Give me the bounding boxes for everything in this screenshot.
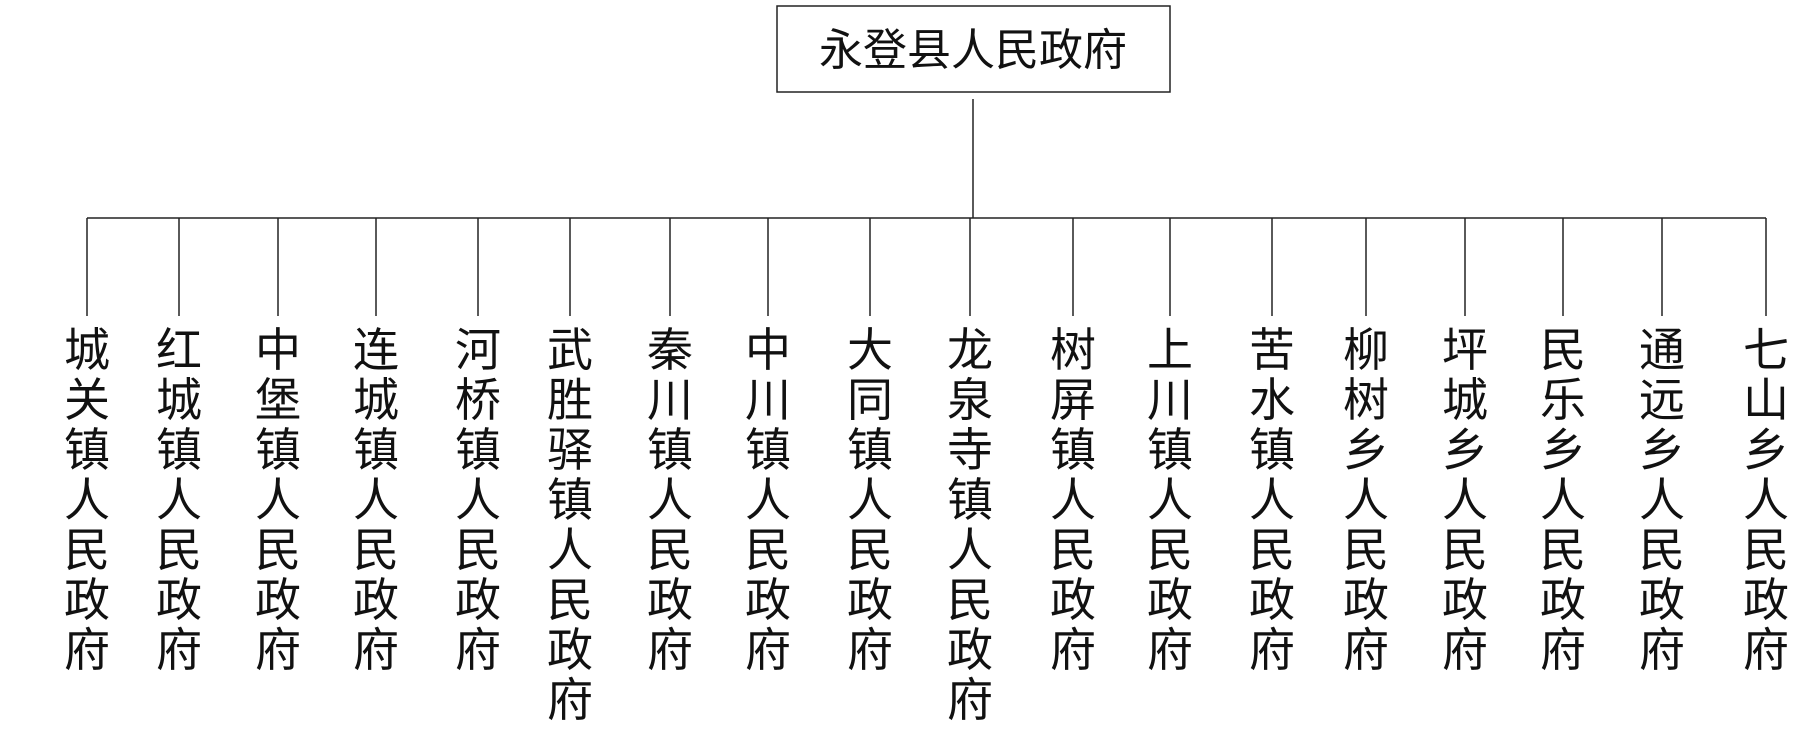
child-label: 连城镇人民政府 [353, 323, 399, 677]
child-node: 通远乡人民政府 [1639, 218, 1685, 677]
child-label: 上川镇人民政府 [1147, 323, 1193, 677]
child-node: 武胜驿镇人民政府 [547, 218, 593, 727]
child-node: 民乐乡人民政府 [1540, 218, 1586, 677]
child-label: 红城镇人民政府 [156, 323, 202, 677]
child-label: 秦川镇人民政府 [647, 323, 693, 677]
child-label: 中川镇人民政府 [745, 323, 791, 677]
child-node: 中堡镇人民政府 [255, 218, 301, 677]
child-label: 坪城乡人民政府 [1442, 323, 1488, 677]
child-label: 树屏镇人民政府 [1050, 323, 1096, 677]
child-node: 连城镇人民政府 [353, 218, 399, 677]
child-label: 七山乡人民政府 [1743, 323, 1789, 677]
root-label: 永登县人民政府 [819, 25, 1127, 76]
child-node: 龙泉寺镇人民政府 [947, 218, 993, 727]
child-node: 秦川镇人民政府 [647, 218, 693, 677]
child-label: 苦水镇人民政府 [1249, 323, 1295, 677]
child-label: 民乐乡人民政府 [1540, 323, 1586, 677]
root-box [776, 5, 1171, 93]
child-node: 大同镇人民政府 [847, 218, 893, 677]
child-node: 坪城乡人民政府 [1442, 218, 1488, 677]
root-node: 永登县人民政府 [776, 5, 1171, 93]
child-node: 城关镇人民政府 [64, 218, 110, 677]
child-label: 大同镇人民政府 [847, 323, 893, 677]
child-node: 中川镇人民政府 [745, 218, 791, 677]
child-label: 河桥镇人民政府 [455, 323, 501, 677]
child-label: 龙泉寺镇人民政府 [947, 323, 993, 727]
child-node: 柳树乡人民政府 [1343, 218, 1389, 677]
child-node: 上川镇人民政府 [1147, 218, 1193, 677]
child-node: 河桥镇人民政府 [455, 218, 501, 677]
child-node: 七山乡人民政府 [1743, 218, 1789, 677]
child-label: 城关镇人民政府 [64, 323, 110, 677]
child-label: 中堡镇人民政府 [255, 323, 301, 677]
child-node: 苦水镇人民政府 [1249, 218, 1295, 677]
child-node: 红城镇人民政府 [156, 218, 202, 677]
child-node: 树屏镇人民政府 [1050, 218, 1096, 677]
child-label: 武胜驿镇人民政府 [547, 323, 593, 727]
child-label: 通远乡人民政府 [1639, 323, 1685, 677]
child-label: 柳树乡人民政府 [1343, 323, 1389, 677]
